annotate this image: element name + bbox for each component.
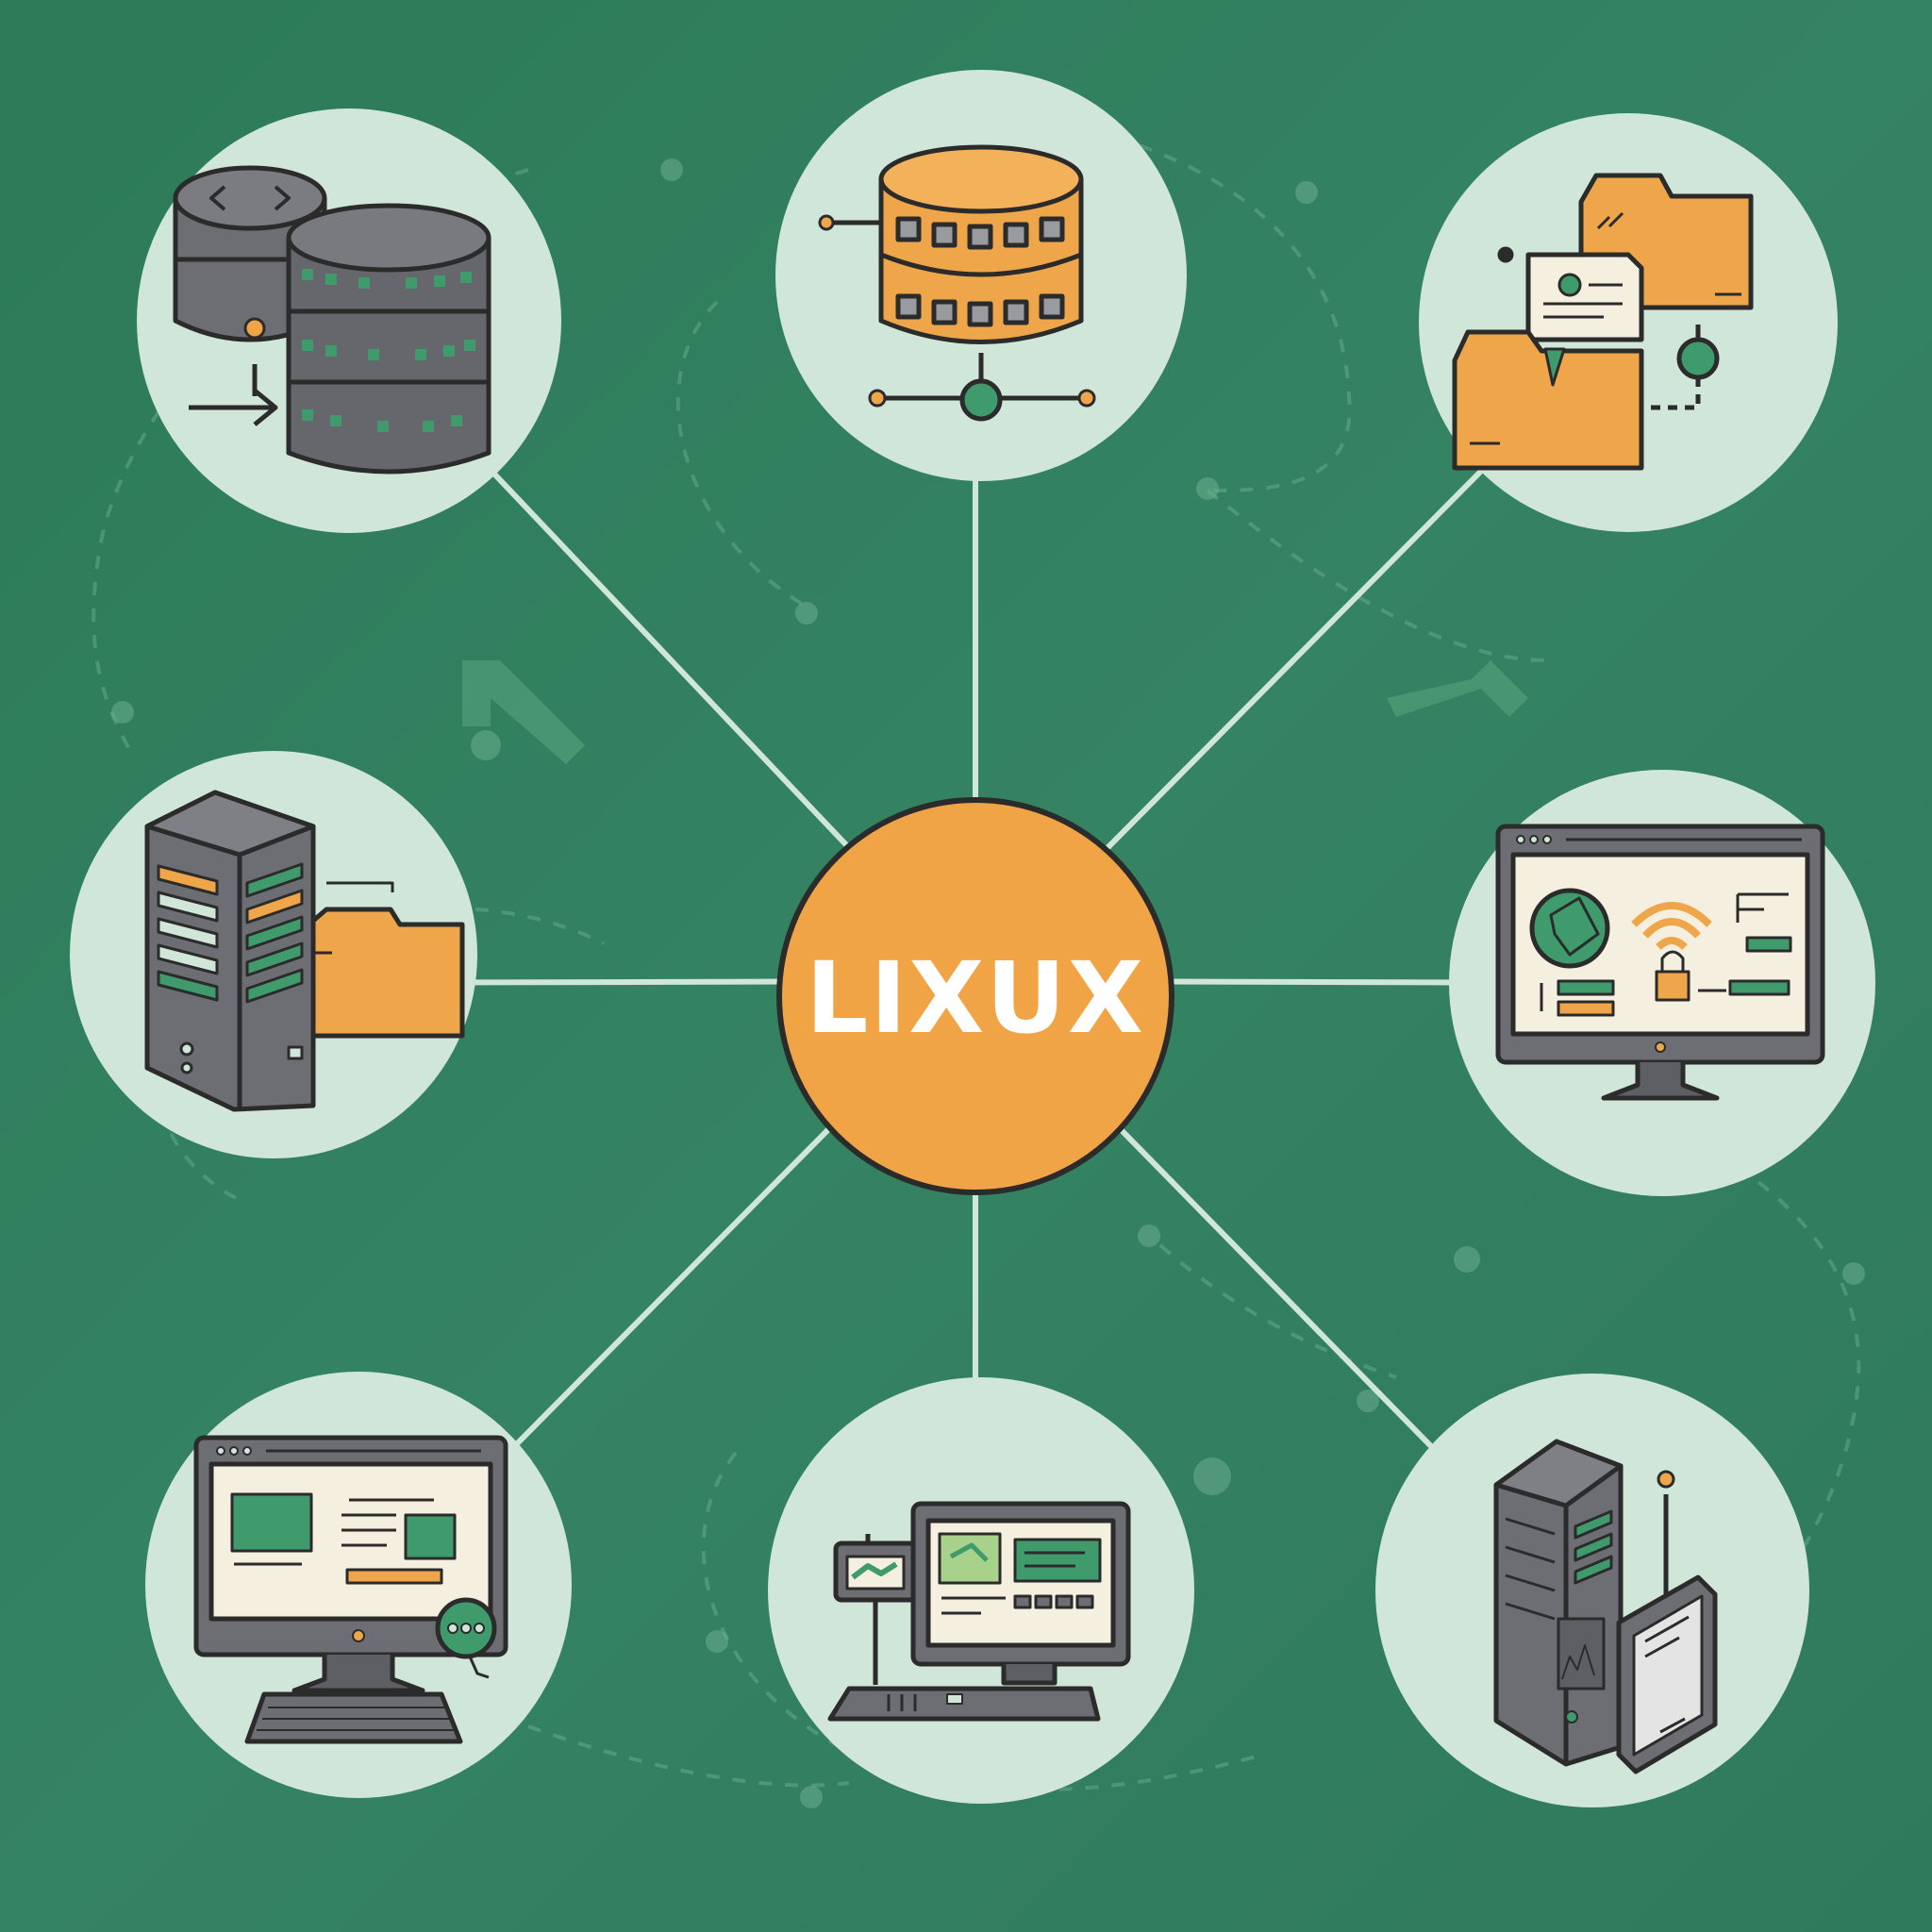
background-arrows	[462, 660, 1528, 764]
node-desktop-workstation[interactable]	[145, 1372, 572, 1798]
terminal-workstation-icon	[827, 1501, 1131, 1722]
desktop-computer-icon	[193, 1435, 508, 1744]
orange-database-icon	[818, 144, 1096, 422]
server-mobile-icon	[1493, 1439, 1718, 1774]
node-file-sharing[interactable]	[1419, 113, 1838, 532]
hub-label: LIXUX	[806, 941, 1145, 1056]
background-dots	[111, 158, 1865, 1808]
node-embedded-terminal[interactable]	[768, 1377, 1194, 1804]
node-database-cluster[interactable]	[775, 70, 1187, 481]
node-server-and-mobile[interactable]	[1375, 1374, 1809, 1807]
node-database-servers[interactable]	[137, 108, 561, 533]
folders-icon	[1452, 173, 1754, 471]
node-network-security-monitor[interactable]	[1449, 770, 1875, 1196]
node-file-server[interactable]	[70, 751, 477, 1158]
server-tower-folder-icon	[144, 790, 465, 1112]
linux-hub[interactable]: LIXUX	[776, 797, 1174, 1195]
security-dashboard-icon	[1495, 824, 1825, 1101]
database-servers-icon	[173, 165, 491, 475]
